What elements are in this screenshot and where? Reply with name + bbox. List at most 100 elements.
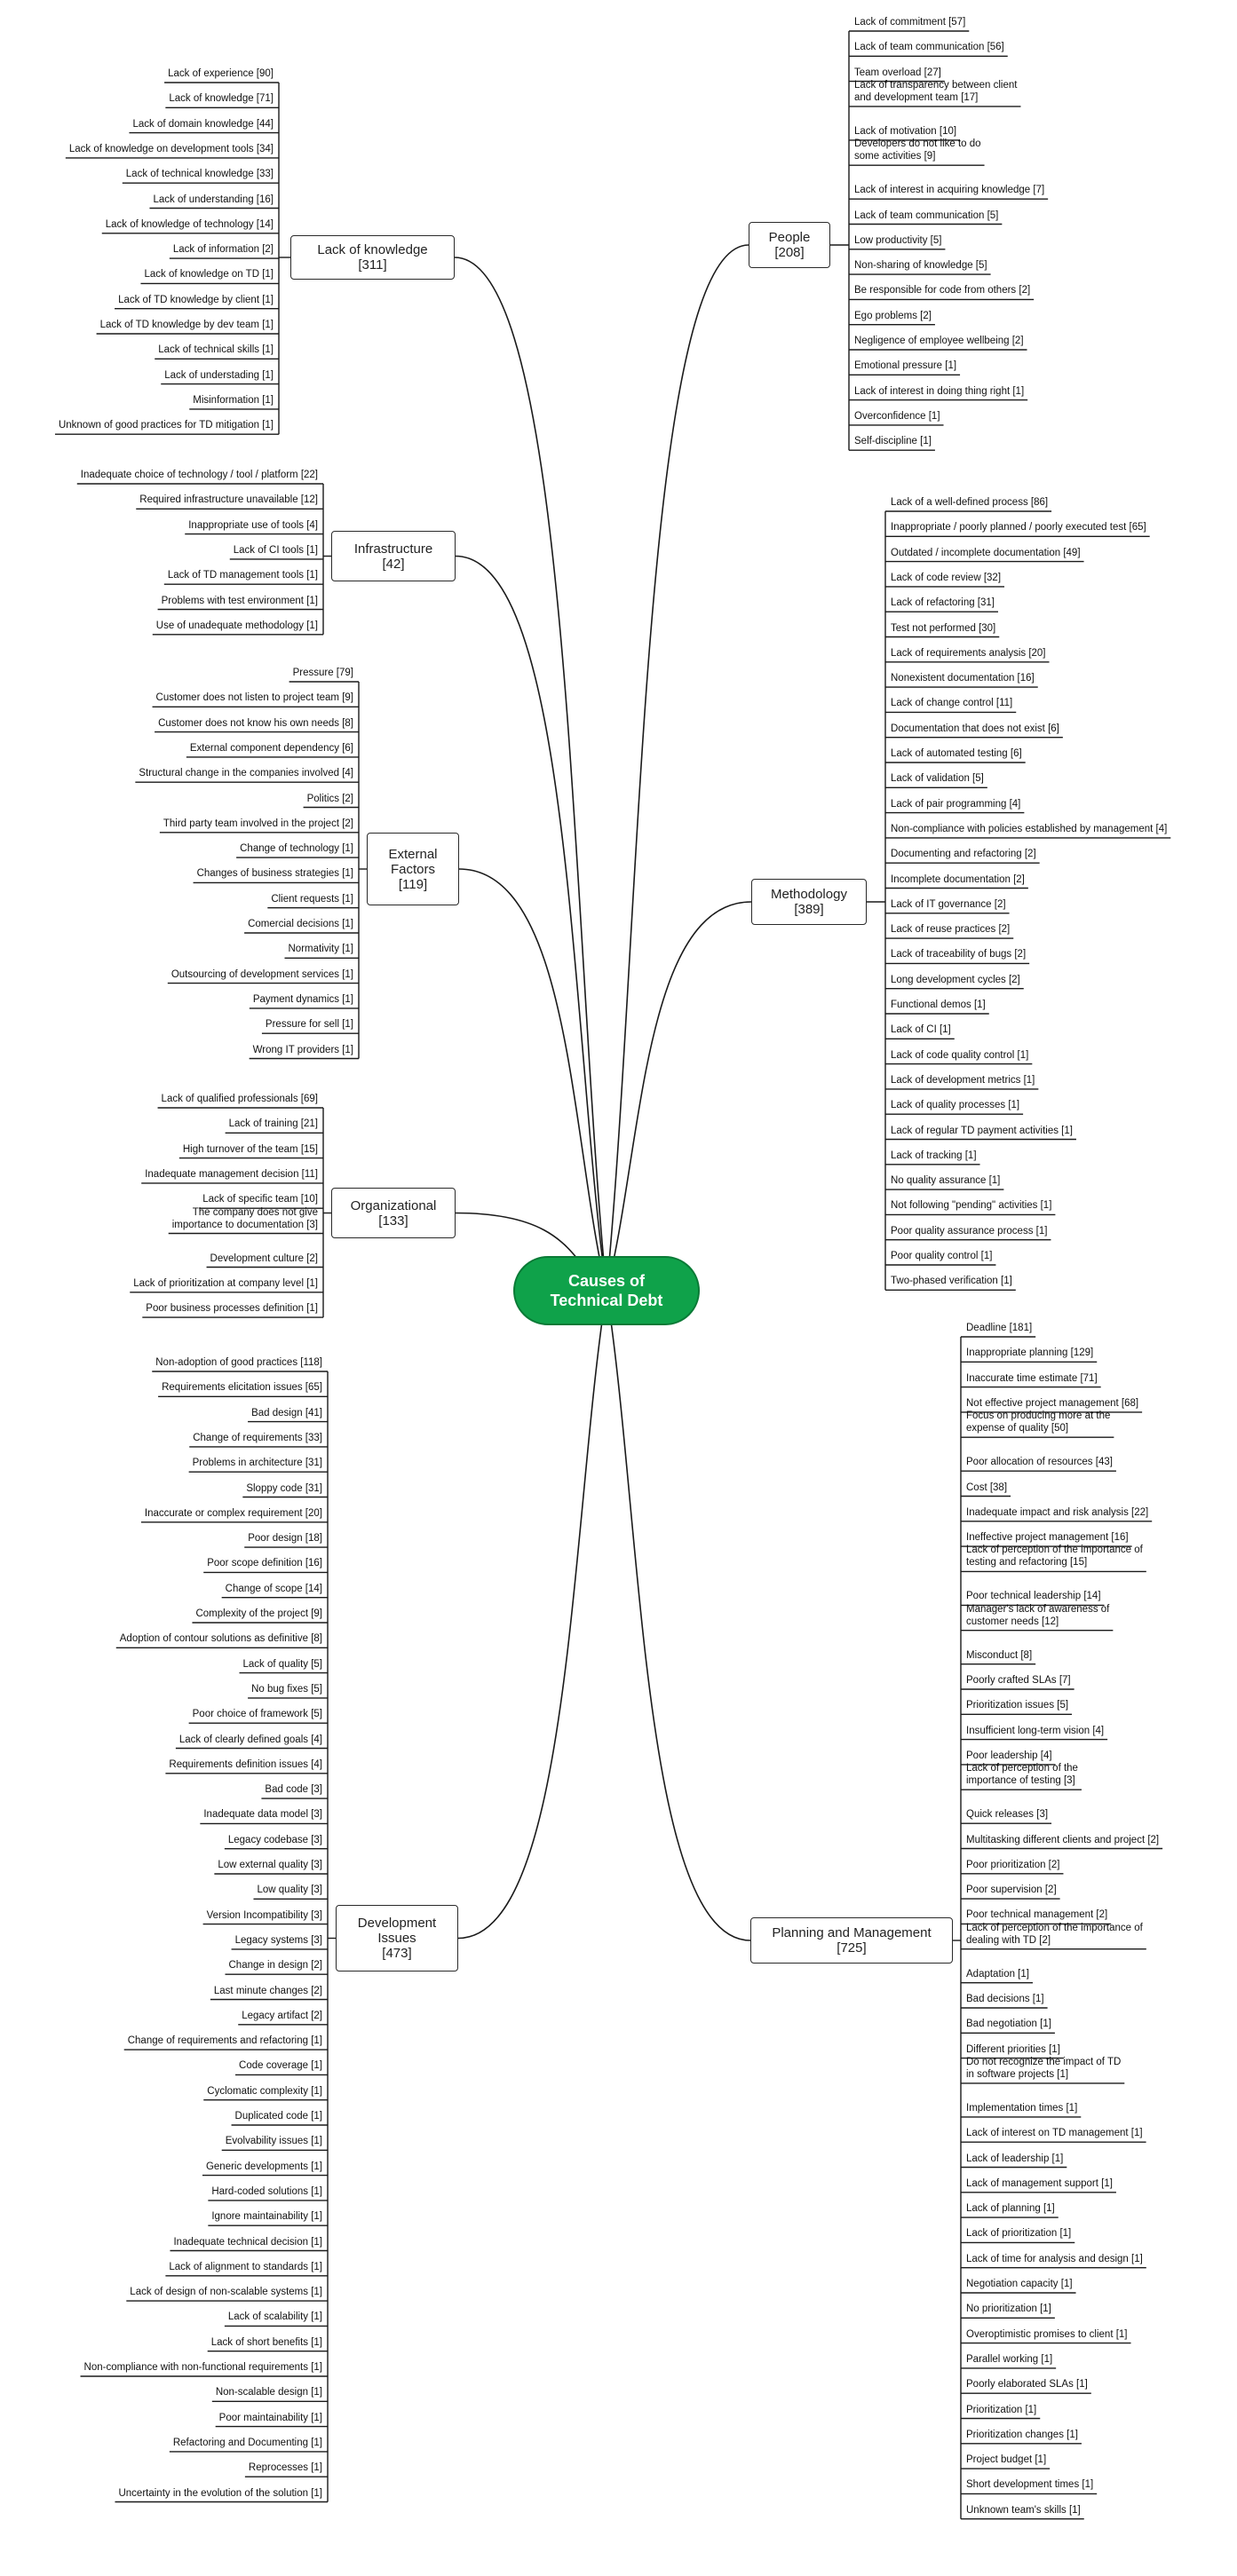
leaf-poor-technical-leadership[interactable]: Poor technical leadership [14] — [966, 1591, 1101, 1602]
leaf-lack-of-a-well-defined-process[interactable]: Lack of a well-defined process [86] — [891, 497, 1049, 508]
leaf-poor-supervision[interactable]: Poor supervision [2] — [966, 1885, 1057, 1896]
leaf-long-development-cycles[interactable]: Long development cycles [2] — [891, 974, 1020, 985]
leaf-quick-releases[interactable]: Quick releases [3] — [966, 1809, 1049, 1821]
leaf-evolvability-issues[interactable]: Evolvability issues [1] — [225, 2136, 322, 2147]
leaf-lack-of-change-control[interactable]: Lack of change control [11] — [891, 698, 1013, 709]
leaf-negotiation-capacity[interactable]: Negotiation capacity [1] — [966, 2279, 1073, 2289]
leaf-requirements-definition-issues[interactable]: Requirements definition issues [4] — [169, 1758, 322, 1770]
leaf-lack-of-design-of-non-scalable-systems[interactable]: Lack of design of non-scalable systems [… — [130, 2287, 322, 2298]
leaf-problems-in-architecture[interactable]: Problems in architecture [31] — [192, 1458, 322, 1469]
leaf-lack-of-information[interactable]: Lack of information [2] — [172, 244, 274, 256]
leaf-change-in-design[interactable]: Change in design [2] — [228, 1960, 323, 1972]
leaf-duplicated-code[interactable]: Duplicated code [1] — [234, 2111, 322, 2122]
leaf-implementation-times[interactable]: Implementation times [1] — [966, 2102, 1078, 2114]
leaf-lack-of-knowledge[interactable]: Lack of knowledge [71] — [169, 93, 274, 105]
leaf-no-prioritization[interactable]: No prioritization [1] — [966, 2303, 1051, 2315]
leaf-documenting-and-refactoring[interactable]: Documenting and refactoring [2] — [891, 849, 1036, 860]
leaf-overconfidence[interactable]: Overconfidence [1] — [854, 410, 940, 422]
leaf-required-infrastructure-unavailable[interactable]: Required infrastructure unavailable [12] — [139, 494, 318, 506]
leaf-outsourcing-of-development-services[interactable]: Outsourcing of development services [1] — [170, 968, 353, 980]
leaf-prioritization[interactable]: Prioritization [1] — [966, 2404, 1037, 2415]
leaf-two-phased-verification[interactable]: Two-phased verification [1] — [891, 1276, 1012, 1287]
leaf-sloppy-code[interactable]: Sloppy code [31] — [246, 1482, 322, 1494]
leaf-no-bug-fixes[interactable]: No bug fixes [5] — [251, 1683, 322, 1695]
category-development[interactable]: Development Issues [473] — [336, 1905, 458, 1972]
leaf-hard-coded-solutions[interactable]: Hard-coded solutions [1] — [211, 2185, 322, 2197]
leaf-cost[interactable]: Cost [38] — [966, 1482, 1008, 1493]
leaf-bad-decisions[interactable]: Bad decisions [1] — [966, 1994, 1044, 2004]
leaf-generic-developments[interactable]: Generic developments [1] — [205, 2161, 322, 2172]
leaf-lack-of-prioritization-at-company-level[interactable]: Lack of prioritization at company level … — [133, 1277, 318, 1289]
leaf-lack-of-interest-in-doing-thing-right[interactable]: Lack of interest in doing thing right [1… — [854, 385, 1025, 397]
category-people[interactable]: People [208] — [749, 222, 830, 268]
leaf-lack-of-refactoring[interactable]: Lack of refactoring [31] — [891, 597, 995, 609]
leaf-lack-of-alignment-to-standards[interactable]: Lack of alignment to standards [1] — [169, 2261, 322, 2272]
leaf-lack-of-domain-knowledge[interactable]: Lack of domain knowledge [44] — [132, 118, 274, 130]
leaf-focus-on-producing-more-at-the-expense-of-quality[interactable]: Focus on producing more at the expense o… — [966, 1410, 1111, 1434]
leaf-inadequate-data-model[interactable]: Inadequate data model [3] — [203, 1809, 322, 1821]
leaf-poor-leadership[interactable]: Poor leadership [4] — [966, 1750, 1052, 1761]
leaf-nonexistent-documentation[interactable]: Nonexistent documentation [16] — [891, 673, 1035, 684]
leaf-different-priorities[interactable]: Different priorities [1] — [966, 2043, 1060, 2055]
leaf-poor-business-processes-definition[interactable]: Poor business processes definition [1] — [146, 1303, 318, 1315]
leaf-politics[interactable]: Politics [2] — [306, 793, 353, 804]
leaf-code-coverage[interactable]: Code coverage [1] — [239, 2060, 322, 2072]
leaf-multitasking-different-clients-and-project[interactable]: Multitasking different clients and proje… — [966, 1834, 1160, 1845]
leaf-structural-change-in-the-companies-involved[interactable]: Structural change in the companies invol… — [139, 768, 353, 779]
leaf-test-not-performed[interactable]: Test not performed [30] — [891, 622, 996, 634]
leaf-poor-scope-definition[interactable]: Poor scope definition [16] — [207, 1558, 322, 1569]
leaf-ego-problems[interactable]: Ego problems [2] — [854, 310, 932, 321]
leaf-change-of-requirements-and-refactoring[interactable]: Change of requirements and refactoring [… — [127, 2035, 322, 2047]
leaf-lack-of-team-communication[interactable]: Lack of team communication [5] — [854, 209, 999, 221]
leaf-project-budget[interactable]: Project budget [1] — [966, 2454, 1047, 2466]
leaf-lack-of-management-support[interactable]: Lack of management support [1] — [966, 2177, 1113, 2189]
leaf-inadequate-impact-and-risk-analysis[interactable]: Inadequate impact and risk analysis [22] — [966, 1506, 1149, 1518]
leaf-legacy-codebase[interactable]: Legacy codebase [3] — [227, 1834, 322, 1845]
leaf-lack-of-motivation[interactable]: Lack of motivation [10] — [854, 125, 957, 137]
leaf-development-culture[interactable]: Development culture [2] — [210, 1252, 318, 1264]
leaf-lack-of-td-knowledge-by-client[interactable]: Lack of TD knowledge by client [1] — [118, 294, 274, 305]
leaf-lack-of-it-governance[interactable]: Lack of IT governance [2] — [891, 898, 1006, 910]
leaf-inadequate-technical-decision[interactable]: Inadequate technical decision [1] — [173, 2236, 322, 2248]
leaf-misinformation[interactable]: Misinformation [1] — [193, 394, 274, 406]
leaf-poorly-elaborated-slas[interactable]: Poorly elaborated SLAs [1] — [966, 2379, 1088, 2390]
leaf-overoptimistic-promises-to-client[interactable]: Overoptimistic promises to client [1] — [966, 2328, 1128, 2340]
leaf-lack-of-technical-knowledge[interactable]: Lack of technical knowledge [33] — [125, 169, 274, 180]
leaf-lack-of-td-knowledge-by-dev-team[interactable]: Lack of TD knowledge by dev team [1] — [99, 320, 274, 330]
leaf-lack-of-leadership[interactable]: Lack of leadership [1] — [966, 2153, 1064, 2164]
leaf-lack-of-interest-in-acquiring-knowledge[interactable]: Lack of interest in acquiring knowledge … — [854, 185, 1045, 196]
leaf-bad-design[interactable]: Bad design [41] — [251, 1407, 322, 1418]
leaf-lack-of-quality-processes[interactable]: Lack of quality processes [1] — [891, 1100, 1020, 1111]
leaf-inadequate-management-decision[interactable]: Inadequate management decision [11] — [145, 1168, 318, 1180]
leaf-deadline[interactable]: Deadline [181] — [966, 1323, 1033, 1333]
leaf-version-incompatibility[interactable]: Version Incompatibility [3] — [206, 1909, 322, 1921]
leaf-negligence-of-employee-wellbeing[interactable]: Negligence of employee wellbeing [2] — [854, 336, 1024, 346]
leaf-lack-of-prioritization[interactable]: Lack of prioritization [1] — [966, 2228, 1072, 2240]
root-node-causes-of-technical-debt[interactable]: Causes of Technical Debt — [513, 1256, 700, 1325]
leaf-normativity[interactable]: Normativity [1] — [288, 944, 354, 955]
leaf-emotional-pressure[interactable]: Emotional pressure [1] — [854, 360, 957, 372]
leaf-poor-design[interactable]: Poor design [18] — [248, 1533, 322, 1545]
leaf-inadequate-choice-of-technology-tool-platform[interactable]: Inadequate choice of technology / tool /… — [80, 470, 318, 480]
leaf-the-company-does-not-give-importance-to-documentation[interactable]: The company does not give importance to … — [171, 1206, 318, 1230]
leaf-lack-of-code-quality-control[interactable]: Lack of code quality control [1] — [891, 1049, 1029, 1061]
leaf-change-of-technology[interactable]: Change of technology [1] — [240, 843, 353, 855]
leaf-requirements-elicitation-issues[interactable]: Requirements elicitation issues [65] — [162, 1382, 322, 1394]
leaf-poor-maintainability[interactable]: Poor maintainability [1] — [218, 2412, 322, 2423]
leaf-complexity-of-the-project[interactable]: Complexity of the project [9] — [195, 1608, 322, 1619]
leaf-parallel-working[interactable]: Parallel working [1] — [966, 2353, 1053, 2365]
leaf-adoption-of-contour-solutions-as-definitive[interactable]: Adoption of contour solutions as definit… — [119, 1633, 322, 1645]
leaf-lack-of-short-benefits[interactable]: Lack of short benefits [1] — [210, 2336, 322, 2348]
leaf-lack-of-understanding[interactable]: Lack of understanding [16] — [153, 194, 274, 205]
leaf-lack-of-time-for-analysis-and-design[interactable]: Lack of time for analysis and design [1] — [966, 2253, 1143, 2264]
leaf-inaccurate-or-complex-requirement[interactable]: Inaccurate or complex requirement [20] — [144, 1507, 322, 1519]
leaf-changes-of-business-strategies[interactable]: Changes of business strategies [1] — [196, 868, 353, 880]
leaf-change-of-requirements[interactable]: Change of requirements [33] — [193, 1432, 322, 1443]
leaf-ineffective-project-management[interactable]: Ineffective project management [16] — [966, 1532, 1129, 1544]
leaf-prioritization-changes[interactable]: Prioritization changes [1] — [966, 2429, 1078, 2440]
leaf-lack-of-knowledge-on-td[interactable]: Lack of knowledge on TD [1] — [144, 269, 274, 281]
leaf-low-external-quality[interactable]: Low external quality [3] — [218, 1860, 322, 1870]
leaf-cyclomatic-complexity[interactable]: Cyclomatic complexity [1] — [207, 2085, 322, 2097]
leaf-short-development-times[interactable]: Short development times [1] — [966, 2479, 1094, 2491]
leaf-team-overload[interactable]: Team overload [27] — [854, 67, 941, 78]
